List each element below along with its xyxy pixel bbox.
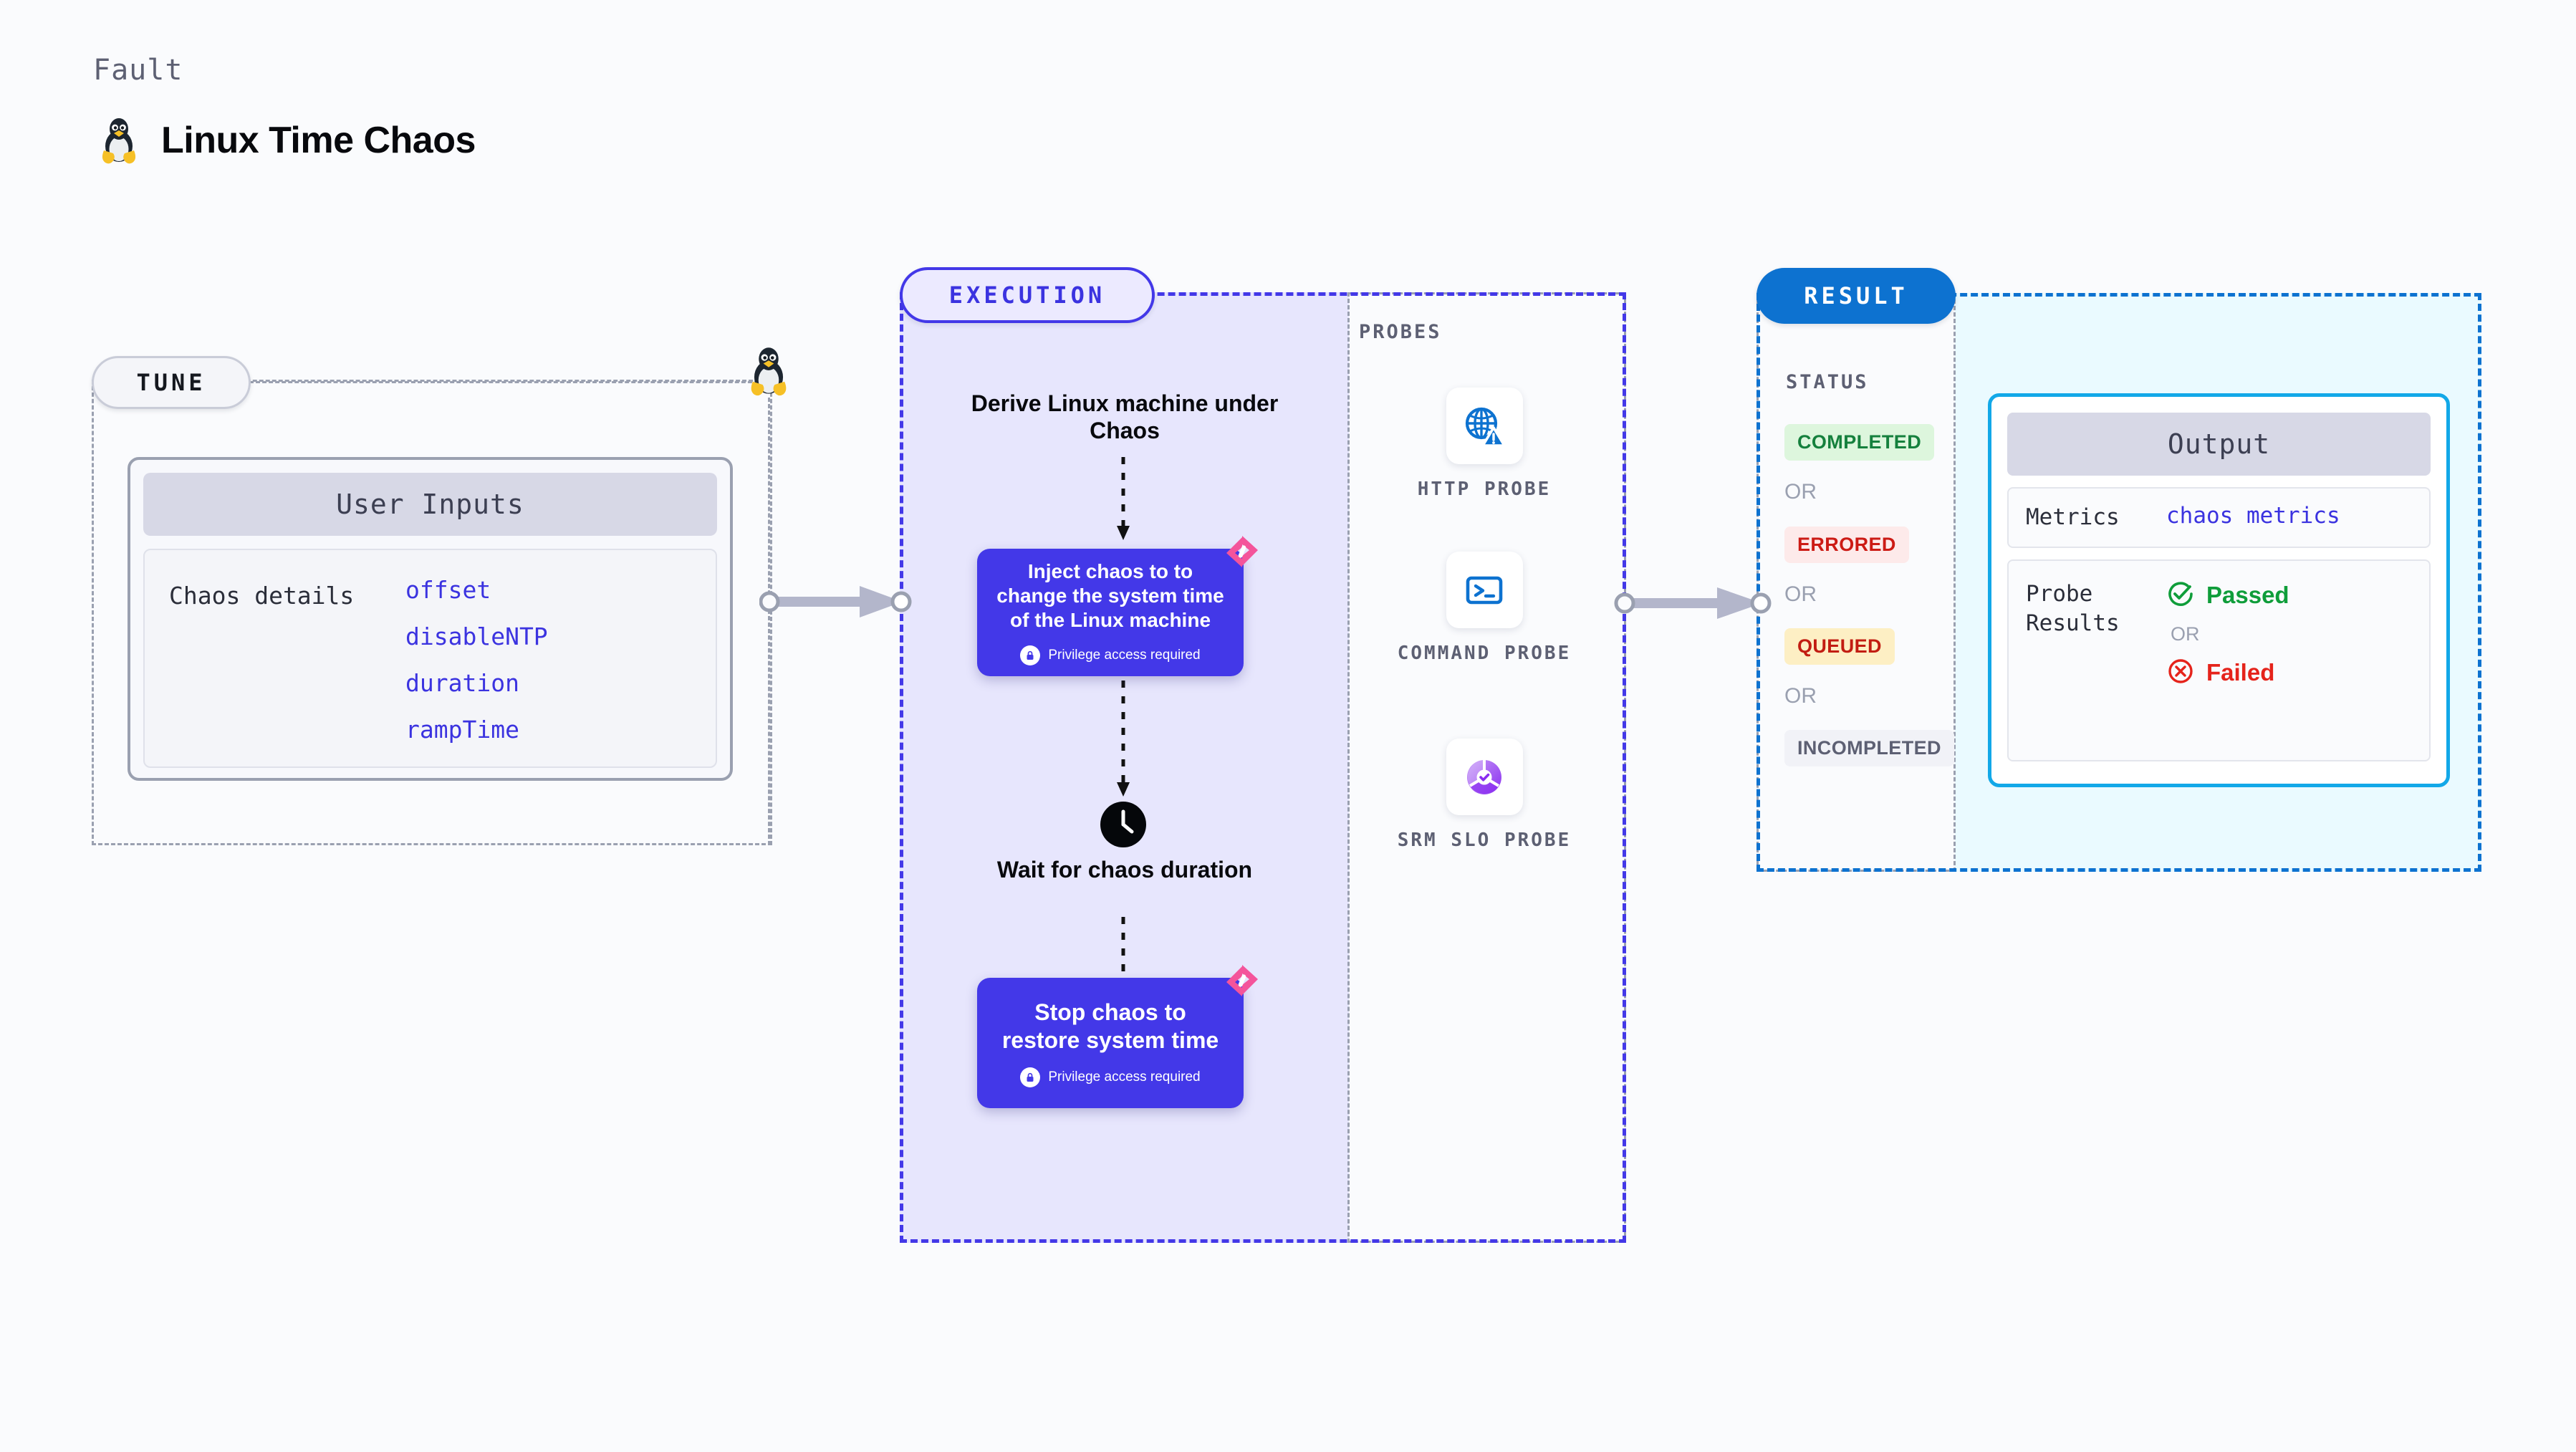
chaos-param-offset: offset: [405, 576, 491, 604]
status-badge-queued: QUEUED: [1784, 628, 1895, 665]
output-card: Output Metrics chaos metrics Probe Resul…: [1988, 393, 2450, 787]
output-probe-results-values: Passed OR Failed: [2166, 580, 2289, 746]
chaos-param-duration: duration: [405, 669, 519, 697]
status-badge-completed: COMPLETED: [1784, 424, 1935, 461]
probe-result-or: OR: [2171, 622, 2200, 645]
probe-command[interactable]: COMMAND PROBE: [1395, 552, 1574, 665]
probes-section-label: PROBES: [1359, 321, 1442, 343]
inject-chaos-node-title: Inject chaos to to change the system tim…: [996, 559, 1224, 632]
slo-donut-check-icon: [1446, 739, 1523, 815]
status-badge-incompleted: INCOMPLETED: [1784, 730, 1954, 766]
close-circle-icon: [2166, 657, 2195, 689]
stop-chaos-node[interactable]: Stop chaos to restore system time Privil…: [977, 965, 1258, 1108]
output-probe-results-row: Probe Results Passed OR: [2007, 559, 2431, 761]
linux-penguin-node-icon: [745, 344, 792, 398]
user-inputs-card: User Inputs Chaos details offset disable…: [128, 457, 733, 781]
flow-arrow-probes-to-result: [1613, 582, 1778, 628]
inject-chaos-node[interactable]: Inject chaos to to change the system tim…: [977, 536, 1258, 676]
harness-logo-icon: [1222, 961, 1262, 1004]
tune-connector-horizontal: [249, 381, 765, 383]
chaos-details-label: Chaos details: [169, 582, 355, 610]
flow-arrow-tune-to-execution: [759, 580, 917, 627]
result-badge[interactable]: RESULT: [1756, 268, 1956, 324]
execution-region: [900, 292, 1626, 1243]
inject-chaos-privilege-label: Privilege access required: [1048, 648, 1201, 663]
terminal-icon: [1446, 552, 1523, 628]
stop-chaos-node-title: Stop chaos to restore system time: [1001, 999, 1219, 1053]
inject-chaos-privilege: Privilege access required: [1020, 645, 1201, 666]
probe-srm-slo-label: SRM SLO PROBE: [1397, 830, 1572, 851]
probe-http[interactable]: HTTP PROBE: [1395, 388, 1574, 501]
linux-penguin-svg: [102, 118, 136, 164]
stop-chaos-privilege-label: Privilege access required: [1048, 1069, 1201, 1085]
status-column-label: STATUS: [1786, 371, 1869, 393]
probe-http-label: HTTP PROBE: [1417, 479, 1552, 500]
status-or-3: OR: [1784, 684, 1817, 708]
output-metrics-row: Metrics chaos metrics: [2007, 487, 2431, 548]
clock-icon: [1100, 801, 1147, 848]
chaos-param-disablentp: disableNTP: [405, 622, 548, 650]
tune-connector-vertical: [768, 398, 770, 845]
probe-srm-slo[interactable]: SRM SLO PROBE: [1395, 739, 1574, 852]
execution-arrow-2: [1109, 681, 1138, 803]
check-circle-icon: [2166, 580, 2195, 612]
status-or-1: OR: [1784, 480, 1817, 504]
page-eyebrow: Fault: [93, 54, 183, 87]
probe-result-failed: Failed: [2166, 657, 2289, 689]
user-inputs-header: User Inputs: [143, 473, 717, 536]
lock-icon: [1020, 645, 1041, 666]
probe-result-passed: Passed: [2166, 580, 2289, 612]
status-badge-errored: ERRORED: [1784, 527, 1909, 563]
wait-for-chaos-title: Wait for chaos duration: [996, 857, 1253, 883]
output-metrics-value: chaos metrics: [2166, 503, 2340, 529]
page-title: Linux Time Chaos: [161, 120, 476, 161]
globe-warning-icon: [1446, 388, 1523, 464]
result-region: [1756, 293, 2481, 872]
execution-arrow-1: [1109, 457, 1138, 547]
harness-logo-icon: [1222, 532, 1262, 575]
status-or-2: OR: [1784, 582, 1817, 606]
page-title-row: Linux Time Chaos: [97, 115, 476, 166]
lock-icon: [1020, 1067, 1041, 1088]
tune-region: [92, 380, 772, 845]
probe-result-passed-label: Passed: [2206, 582, 2289, 609]
chaos-details-values: offset disableNTP duration rampTime: [405, 576, 548, 766]
probe-command-label: COMMAND PROBE: [1397, 643, 1572, 664]
execution-badge[interactable]: EXECUTION: [900, 267, 1155, 323]
chaos-param-ramptime: rampTime: [405, 716, 519, 744]
linux-penguin-icon: [97, 115, 141, 166]
user-inputs-body: Chaos details offset disableNTP duration…: [143, 549, 717, 768]
output-metrics-label: Metrics: [2026, 504, 2120, 530]
output-card-header: Output: [2007, 413, 2431, 476]
execution-step-title: Derive Linux machine under Chaos: [971, 390, 1279, 443]
output-probe-results-label: Probe Results: [2026, 580, 2120, 636]
stop-chaos-privilege: Privilege access required: [1020, 1067, 1201, 1088]
probe-result-failed-label: Failed: [2206, 659, 2275, 686]
tune-badge[interactable]: TUNE: [92, 356, 251, 409]
